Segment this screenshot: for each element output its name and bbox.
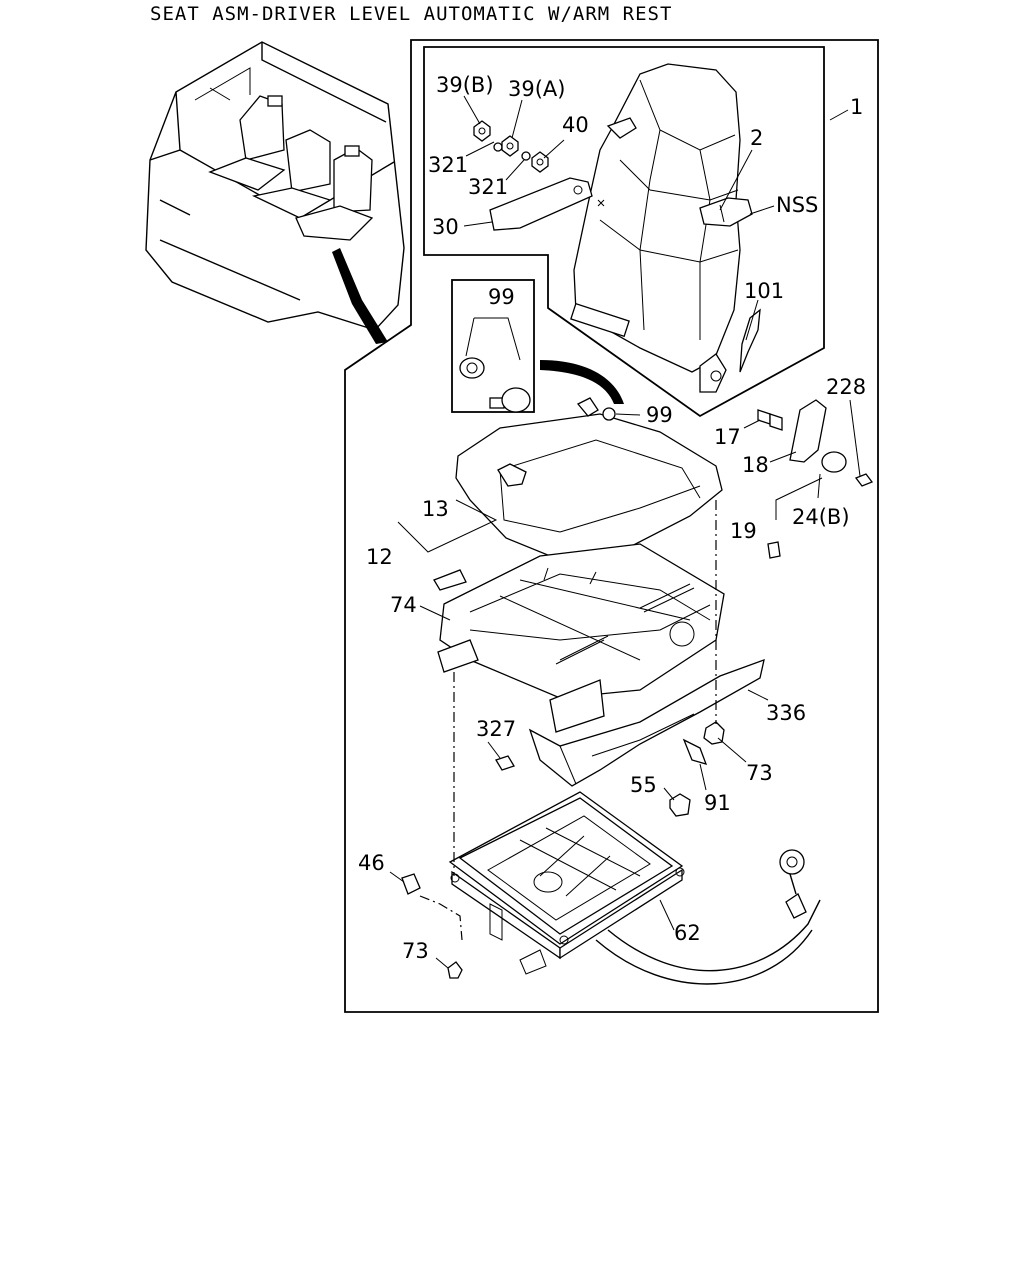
seat-cushion-illustration [455,397,723,561]
callout-30: 30 [432,215,459,239]
callout-46: 46 [358,851,385,875]
detail-box-99 [451,279,535,413]
callout-17: 17 [714,425,741,449]
assembly-frame [344,39,879,1013]
seat-back-illustration [570,63,761,393]
callout-336: 336 [766,701,806,725]
callout-39b: 39(B) [436,73,494,97]
cab-overview-illustration [145,41,405,344]
callout-99-detail: 99 [488,285,515,309]
callout-24b: 24(B) [792,505,850,529]
side-cover-illustration [528,658,765,787]
base-frame-illustration [448,791,821,985]
leader-lines [389,95,861,969]
callout-91: 91 [704,791,731,815]
callout-13: 13 [422,497,449,521]
callout-73-upper: 73 [746,761,773,785]
callout-2: 2 [750,126,763,150]
callout-327: 327 [476,717,516,741]
callout-62: 62 [674,921,701,945]
seat-mechanism-illustration [433,543,725,733]
callout-40: 40 [562,113,589,137]
callout-18: 18 [742,453,769,477]
callout-101: 101 [744,279,784,303]
callout-39a: 39(A) [508,77,565,101]
arm-rest-illustration [473,117,637,231]
callout-228: 228 [826,375,866,399]
callout-73-lower: 73 [402,939,429,963]
seat-back-frame [423,46,825,418]
callout-99: 99 [646,403,673,427]
diagram-title: SEAT ASM-DRIVER LEVEL AUTOMATIC W/ARM RE… [150,3,673,25]
callout-labels: 1 2 39(B) 39(A) 40 321 321 30 NSS 101 99… [358,73,866,963]
callout-321-lower: 321 [468,175,508,199]
callout-55: 55 [630,773,657,797]
callout-12: 12 [366,545,393,569]
fasteners-illustration [401,399,874,979]
callout-nss: NSS [776,193,818,217]
fastener-99-detail [459,317,624,413]
callout-19: 19 [730,519,757,543]
callout-321-upper: 321 [428,153,468,177]
callout-74: 74 [390,593,417,617]
callout-1: 1 [850,95,863,119]
